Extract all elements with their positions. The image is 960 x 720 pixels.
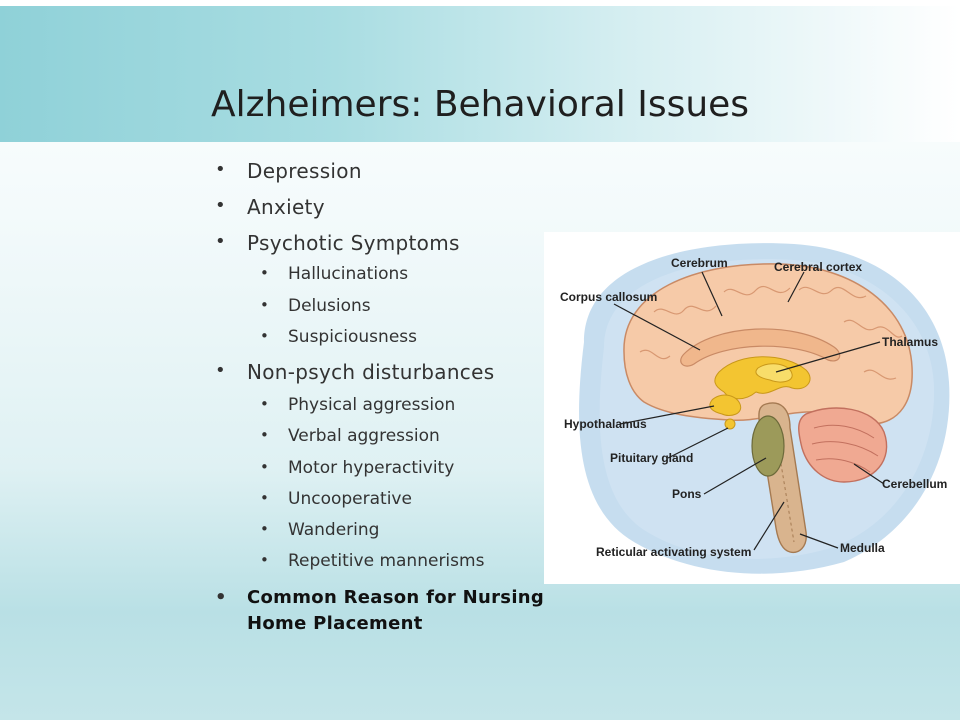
bullet-text: Depression — [247, 159, 362, 183]
sub-bullet-item: • Uncooperative — [260, 489, 412, 509]
bullet-marker: • — [215, 159, 226, 180]
bullet-text: Hallucinations — [288, 264, 409, 284]
bullet-item: • Non-psych disturbances — [215, 360, 495, 384]
sub-bullet-item: • Physical aggression — [260, 395, 456, 415]
bullet-text: Suspiciousness — [288, 327, 417, 347]
label-cerebellum: Cerebellum — [882, 477, 947, 491]
label-reticular-activating-system: Reticular activating system — [596, 545, 751, 559]
bullet-item: • Psychotic Symptoms — [215, 231, 460, 255]
bullet-marker: • — [260, 520, 269, 538]
bullet-text: Non-psych disturbances — [247, 360, 495, 384]
bullet-item: • Anxiety — [215, 195, 325, 219]
bullet-text: Motor hyperactivity — [288, 458, 455, 478]
bullet-marker: • — [215, 195, 226, 216]
bullet-text: Uncooperative — [288, 489, 412, 509]
brain-diagram: Cerebrum Cerebral cortex Corpus callosum… — [544, 232, 960, 584]
leader-lines — [613, 271, 885, 551]
bullet-marker: • — [260, 327, 269, 345]
bullet-text-line2: Home Placement — [247, 613, 423, 634]
corpus-callosum — [680, 328, 841, 367]
bullet-text: Psychotic Symptoms — [247, 231, 460, 255]
label-medulla: Medulla — [840, 541, 885, 555]
label-thalamus: Thalamus — [882, 335, 938, 349]
bullet-text: Verbal aggression — [288, 426, 440, 446]
bullet-marker: • — [260, 264, 269, 282]
label-pituitary-gland: Pituitary gland — [610, 451, 693, 465]
bullet-text: Wandering — [288, 520, 380, 540]
bullet-marker: • — [215, 587, 227, 608]
bullet-marker: • — [260, 296, 269, 314]
thalamus — [755, 363, 793, 383]
sub-bullet-item: • Repetitive mannerisms — [260, 551, 485, 571]
pituitary — [724, 418, 736, 430]
sub-bullet-item: • Motor hyperactivity — [260, 458, 455, 478]
bullet-text: Repetitive mannerisms — [288, 551, 485, 571]
top-strip — [0, 0, 960, 6]
label-hypothalamus: Hypothalamus — [564, 417, 647, 431]
bullet-text: Delusions — [288, 296, 371, 316]
brain-illustration: Cerebrum Cerebral cortex Corpus callosum… — [560, 243, 950, 574]
bullet-marker: • — [260, 551, 269, 569]
bullet-marker: • — [260, 395, 269, 413]
bullet-marker: • — [260, 489, 269, 507]
hypothalamus — [709, 394, 742, 417]
sub-bullet-item: • Wandering — [260, 520, 380, 540]
sub-bullet-item: • Suspiciousness — [260, 327, 417, 347]
label-cerebrum: Cerebrum — [671, 256, 728, 270]
gyri-lines — [639, 285, 903, 380]
sub-bullet-item: • Delusions — [260, 296, 371, 316]
bullet-text-line1: Common Reason for Nursing — [247, 587, 545, 608]
slide-title: Alzheimers: Behavioral Issues — [211, 84, 750, 125]
sub-bullet-item: • Hallucinations — [260, 264, 409, 284]
bullet-text: Physical aggression — [288, 395, 456, 415]
label-cerebral-cortex: Cerebral cortex — [774, 260, 862, 274]
bullet-marker: • — [215, 231, 226, 252]
bullet-text: Anxiety — [247, 195, 325, 219]
sub-bullet-item: • Verbal aggression — [260, 426, 440, 446]
bullet-marker: • — [260, 426, 269, 444]
label-corpus-callosum: Corpus callosum — [560, 290, 657, 304]
cerebellum-folds — [811, 424, 879, 473]
bullet-marker: • — [260, 458, 269, 476]
title-band — [0, 0, 960, 142]
bullet-item: • Depression — [215, 159, 362, 183]
label-pons: Pons — [672, 487, 702, 501]
bullet-marker: • — [215, 360, 226, 381]
pons — [751, 415, 785, 477]
bullet-item-emphasis: • Common Reason for Nursing Home Placeme… — [215, 585, 545, 637]
